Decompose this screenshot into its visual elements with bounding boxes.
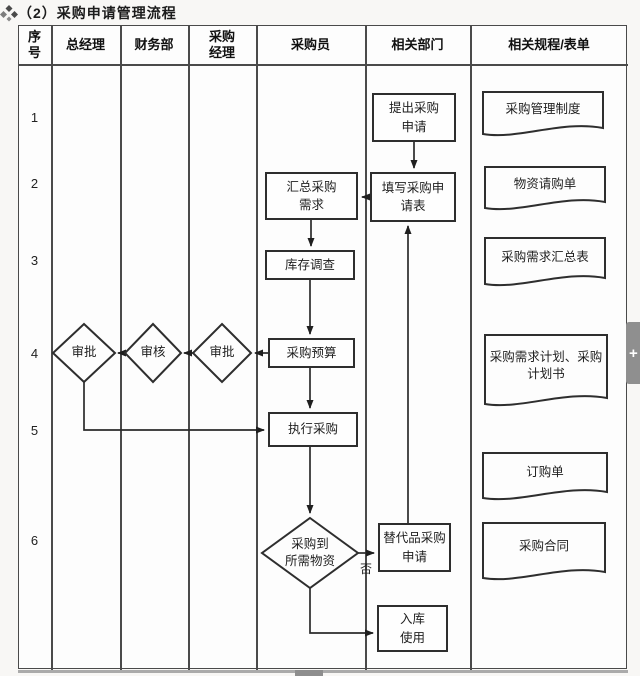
header-seq: 序 号 [27,28,41,60]
node-execute-purchase: 执行采购 [268,412,358,447]
header-procedures: 相关规程/表单 [508,36,590,52]
document-label-purchase-plan: 采购需求计划、采购 计划书 [489,349,603,382]
page-title-row: （2）采购申请管理流程 [0,2,177,24]
bottom-shadow-block [295,670,323,676]
document-label-demand-summary: 采购需求汇总表 [501,250,589,265]
plus-icon: + [629,344,638,362]
node-propose-purchase: 提出采购 申请 [372,93,456,142]
document-label-order-form: 订购单 [526,465,564,480]
decision-no-label: 否 [360,562,373,576]
row-number-4: 4 [30,346,39,361]
row-number-5: 5 [30,423,39,438]
diamond-cluster-icon [0,4,18,22]
finance-review-label: 审核 [140,345,166,360]
document-label-purchase-policy: 采购管理制度 [505,102,581,117]
header-divider [18,64,628,66]
node-inventory-survey: 库存调查 [265,250,355,280]
header-pm: 采购 经理 [208,28,235,60]
node-substitute-request: 替代品采购 申请 [378,523,451,572]
node-fill-request-form: 填写采购申 请表 [370,172,456,222]
node-warehouse-use: 入库 使用 [377,605,448,652]
page-title: （2）采购申请管理流程 [18,5,177,21]
decision-label: 采购到 所需物资 [284,536,335,569]
header-buyer: 采购员 [290,36,330,52]
table-bottom-shadow [18,670,628,673]
document-label-purchase-contract: 采购合同 [518,539,569,554]
node-purchase-budget: 采购预算 [268,338,355,368]
header-related: 相关部门 [391,36,444,52]
column-divider [256,25,258,670]
document-label-requisition-form: 物资请购单 [513,177,577,192]
gm-approve-label: 审批 [71,345,97,360]
header-gm: 总经理 [65,36,105,52]
column-divider [365,25,367,670]
header-finance: 财务部 [134,36,174,52]
pm-approve-label: 审批 [209,345,235,360]
column-divider [470,25,472,670]
row-number-1: 1 [30,110,39,125]
node-summarize-demand: 汇总采购 需求 [265,172,358,220]
column-divider [188,25,190,670]
side-expand-button[interactable]: + [626,322,640,384]
row-number-6: 6 [30,533,39,548]
row-number-3: 3 [30,253,39,268]
row-number-2: 2 [30,176,39,191]
column-divider [120,25,122,670]
column-divider [51,25,53,670]
